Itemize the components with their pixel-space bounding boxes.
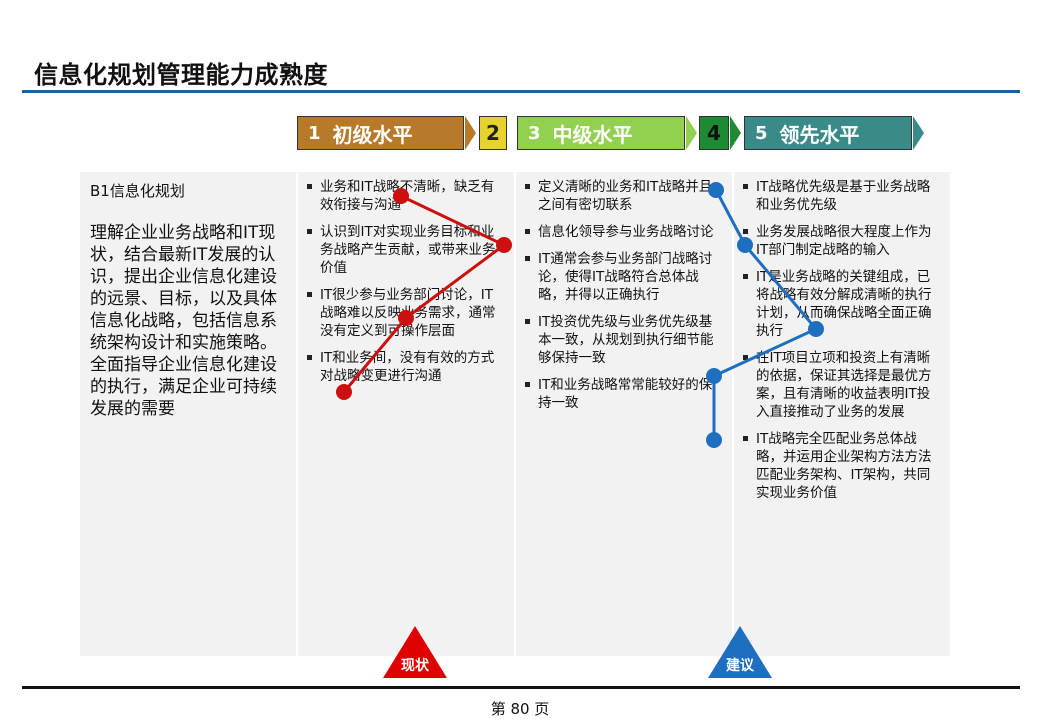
stage-5-label: 领先水平 [779, 122, 860, 147]
list-item: IT战略完全匹配业务总体战略，并运用企业架构方法方法匹配业务架构、IT架构，共同… [742, 430, 940, 502]
list-item: IT通常会参与业务部门战略讨论，使得IT战略符合总体战略，并得以正确执行 [524, 250, 720, 304]
list-item: 业务发展战略很大程度上作为IT部门制定战略的输入 [742, 223, 940, 259]
level-intermediate-list: 定义清晰的业务和IT战略并且之间有密切联系 信息化领导参与业务战略讨论 IT通常… [524, 178, 720, 421]
stage-3-number: 3 [528, 122, 541, 144]
stage-3-arrow [686, 116, 697, 150]
list-item: 认识到IT对实现业务目标和业务战略产生贡献，或带来业务价值 [306, 223, 502, 277]
stage-1-number: 1 [308, 122, 321, 144]
current-state-point [336, 384, 352, 400]
stage-2-number: 2 [486, 121, 500, 145]
suggested-state-path [712, 189, 819, 440]
current-state-point [393, 188, 409, 204]
stage-5-number: 5 [755, 122, 768, 144]
list-item: IT投资优先级与业务优先级基本一致，从规划到执行细节能够保持一致 [524, 313, 720, 367]
current-state-label: 现状 [401, 658, 429, 674]
suggested-state-point [737, 237, 753, 253]
page-title: 信息化规划管理能力成熟度 [34, 61, 328, 89]
suggested-state-line [706, 182, 824, 448]
stage-1-label: 初级水平 [332, 122, 413, 147]
current-state-point [496, 237, 512, 253]
stage-3-label: 中级水平 [552, 122, 633, 147]
column-divider [514, 172, 516, 656]
current-state-triangle [383, 626, 447, 678]
list-item: IT战略优先级是基于业务战略和业务优先级 [742, 178, 940, 214]
stage-5: 5 领先水平 [744, 116, 912, 150]
stage-1: 1 初级水平 [297, 116, 464, 150]
list-item: 业务和IT战略不清晰，缺乏有效衔接与沟通 [306, 178, 502, 214]
footer-divider [22, 686, 1020, 689]
suggested-state-point [706, 368, 722, 384]
list-item: IT和业务间，没有有效的方式对战略变更进行沟通 [306, 349, 502, 385]
suggested-state-point [708, 182, 724, 198]
title-divider [22, 90, 1020, 93]
list-item: 定义清晰的业务和IT战略并且之间有密切联系 [524, 178, 720, 214]
stage-4-number: 4 [707, 121, 721, 145]
capability-heading: B1信息化规划 [90, 182, 185, 200]
list-item: IT很少参与业务部门讨论，IT战略难以反映业务需求，通常没有定义到可操作层面 [306, 286, 502, 340]
list-item: 在IT项目立项和投资上有清晰的依据，保证其选择是最优方案，且有清晰的收益表明IT… [742, 349, 940, 421]
stage-5-arrow [913, 116, 924, 150]
list-item: 信息化领导参与业务战略讨论 [524, 223, 720, 241]
current-state-point [398, 310, 414, 326]
level-leading-list: IT战略优先级是基于业务战略和业务优先级 业务发展战略很大程度上作为IT部门制定… [742, 178, 940, 511]
level-initial-list: 业务和IT战略不清晰，缺乏有效衔接与沟通 认识到IT对实现业务目标和业务战略产生… [306, 178, 502, 394]
stage-2: 2 [479, 116, 507, 150]
suggested-state-point [706, 432, 722, 448]
page-number: 第 80 页 [490, 700, 550, 718]
stage-1-arrow [465, 116, 476, 150]
stage-4: 4 [699, 116, 729, 150]
capability-description: 理解企业业务战略和IT现状，结合最新IT发展的认识，提出企业信息化建设的远景、目… [90, 223, 277, 419]
stage-4-arrow [730, 116, 741, 150]
suggested-state-triangle [708, 626, 772, 678]
column-divider [296, 172, 298, 656]
stage-3: 3 中级水平 [517, 116, 685, 150]
current-state-line [336, 188, 512, 400]
current-state-path [342, 194, 507, 393]
list-item: IT和业务战略常常能较好的保持一致 [524, 376, 720, 412]
column-divider [732, 172, 734, 656]
suggested-state-point [808, 321, 824, 337]
suggested-state-label: 建议 [726, 658, 754, 674]
